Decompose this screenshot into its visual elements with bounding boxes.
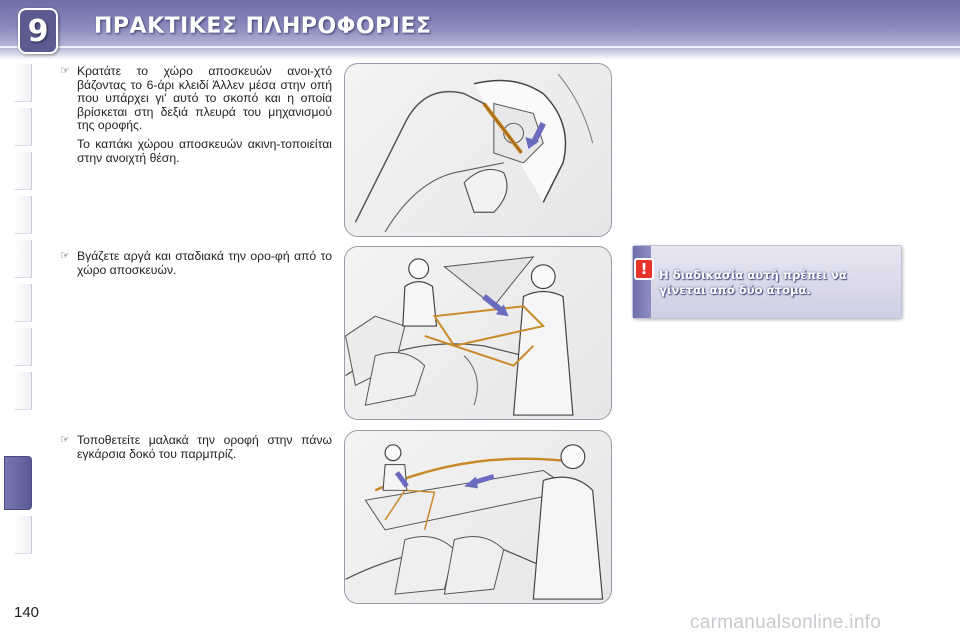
- step-1-note: Το καπάκι χώρου αποσκευών ακινη-τοποιείτ…: [77, 136, 332, 165]
- chapter-tab-8[interactable]: [14, 372, 32, 410]
- step-2-text: Βγάζετε αργά και σταδιακά την ορο-φή από…: [77, 249, 332, 277]
- chapter-tab-7[interactable]: [14, 328, 32, 366]
- step-1-text: Κρατάτε το χώρο αποσκευών ανοι-χτό βάζον…: [77, 64, 332, 133]
- hand-pointer-icon: ☞: [60, 434, 70, 446]
- boot-lock-drawing: [354, 73, 594, 233]
- chapter-tab-3[interactable]: [14, 152, 32, 190]
- chapter-tab-2[interactable]: [14, 108, 32, 146]
- chapter-tabs: [0, 64, 34, 574]
- hand-pointer-icon: ☞: [60, 65, 70, 77]
- illustration-lifting-roof: [344, 246, 612, 420]
- placing-roof-drawing: [345, 444, 604, 600]
- page-title: ΠΡΑΚΤΙΚΕΣ ΠΛΗΡΟΦΟΡΙΕΣ: [94, 14, 432, 39]
- step-2: ☞ Βγάζετε αργά και σταδιακά την ορο-φή α…: [60, 249, 332, 277]
- chapter-tab-4[interactable]: [14, 196, 32, 234]
- chapter-tab-1[interactable]: [14, 64, 32, 102]
- watermark: carmanualsonline.info: [690, 612, 882, 633]
- warning-side-bar: [633, 246, 651, 318]
- exclamation-icon: !: [634, 258, 654, 280]
- chapter-tab-10[interactable]: [14, 516, 32, 554]
- header-stripe: [0, 46, 960, 48]
- lifting-roof-drawing: [345, 256, 574, 416]
- page-header: [0, 0, 960, 60]
- chapter-badge: 9: [18, 8, 58, 54]
- illustration-boot-lock: [344, 63, 612, 237]
- illustration-placing-roof: [344, 430, 612, 604]
- step-1: ☞ Κρατάτε το χώρο αποσκευών ανοι-χτό βάζ…: [60, 64, 332, 165]
- step-3: ☞ Τοποθετείτε μαλακά την οροφή στην πάνω…: [60, 433, 332, 461]
- warning-box: ! Η διαδικασία αυτή πρέπει να γίνεται απ…: [632, 245, 902, 319]
- warning-text: Η διαδικασία αυτή πρέπει να γίνεται από …: [659, 268, 847, 297]
- hand-pointer-icon: ☞: [60, 250, 70, 262]
- step-3-text: Τοποθετείτε μαλακά την οροφή στην πάνω ε…: [77, 433, 332, 461]
- chapter-tab-9-active[interactable]: [4, 456, 32, 510]
- chapter-tab-6[interactable]: [14, 284, 32, 322]
- page-number: 140: [14, 604, 40, 621]
- chapter-tab-5[interactable]: [14, 240, 32, 278]
